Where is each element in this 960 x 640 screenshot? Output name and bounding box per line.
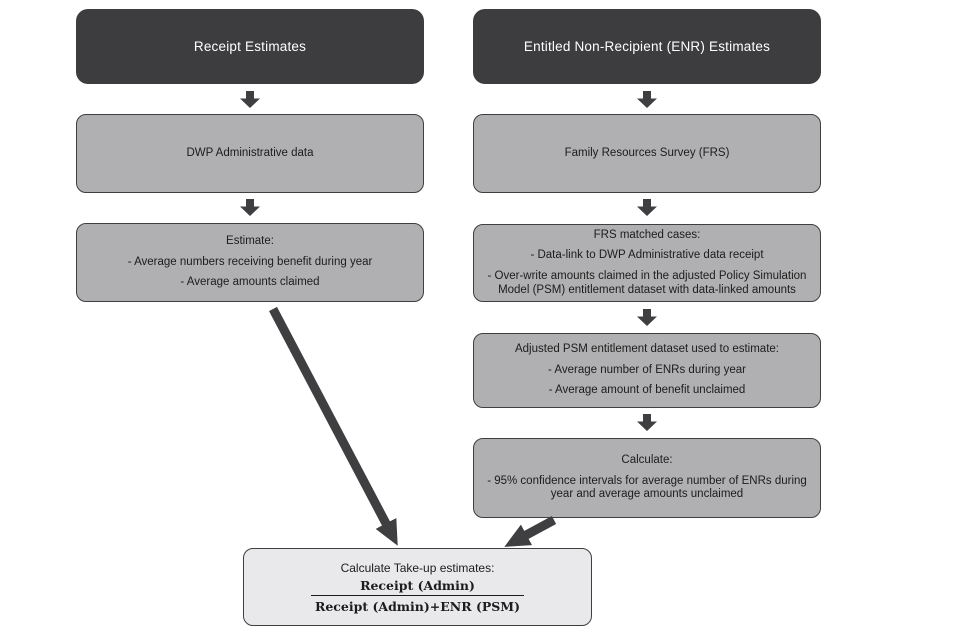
adjusted-psm-heading: Adjusted PSM entitlement dataset used to… <box>514 343 779 356</box>
frs-matched-cases-box: FRS matched cases: - Data-link to DWP Ad… <box>473 224 821 302</box>
receipt-estimates-header-box: Receipt Estimates <box>76 9 424 84</box>
family-resources-survey-label: Family Resources Survey (FRS) <box>564 146 730 159</box>
dwp-administrative-data-label: DWP Administrative data <box>186 146 314 159</box>
dwp-administrative-data-box: DWP Administrative data <box>76 114 424 193</box>
frs-matched-bullet-2: - Over-write amounts claimed in the adju… <box>487 270 807 296</box>
receipt-estimate-detail-box: Estimate: - Average numbers receiving be… <box>76 223 424 302</box>
estimate-bullet-1: - Average numbers receiving benefit duri… <box>127 255 373 268</box>
calculate-heading: Calculate: <box>621 454 673 467</box>
down-arrow-icon <box>637 309 657 326</box>
down-arrow-icon <box>637 414 657 431</box>
adjusted-psm-dataset-box: Adjusted PSM entitlement dataset used to… <box>473 333 821 408</box>
diagonal-arrow-enr-to-takeup-icon <box>504 516 557 547</box>
fraction-numerator: Receipt (Admin) <box>360 577 475 593</box>
frs-matched-bullet-1: - Data-link to DWP Administrative data r… <box>530 249 764 262</box>
family-resources-survey-box: Family Resources Survey (FRS) <box>473 114 821 193</box>
adjusted-psm-bullet-2: - Average amount of benefit unclaimed <box>548 384 746 397</box>
enr-estimates-header-label: Entitled Non-Recipient (ENR) Estimates <box>523 38 771 54</box>
estimate-bullet-2: - Average amounts claimed <box>180 276 320 289</box>
calculate-bullet-1: - 95% confidence intervals for average n… <box>487 474 807 501</box>
take-up-estimates-box: Calculate Take-up estimates: Receipt (Ad… <box>243 548 592 626</box>
down-arrow-icon <box>637 91 657 108</box>
adjusted-psm-bullet-1: - Average number of ENRs during year <box>548 363 746 376</box>
diagonal-arrow-receipt-to-takeup-icon <box>269 306 398 546</box>
fraction-denominator: Receipt (Admin)+ENR (PSM) <box>310 595 525 614</box>
down-arrow-icon <box>240 91 260 108</box>
down-arrow-icon <box>240 199 260 216</box>
calculate-confidence-intervals-box: Calculate: - 95% confidence intervals fo… <box>473 438 821 518</box>
frs-matched-cases-heading: FRS matched cases: <box>593 228 701 241</box>
down-arrow-icon <box>637 199 657 216</box>
receipt-estimates-header-label: Receipt Estimates <box>193 38 307 54</box>
take-up-fraction: Receipt (Admin) Receipt (Admin)+ENR (PSM… <box>310 577 525 614</box>
take-up-estimates-title: Calculate Take-up estimates: <box>340 560 495 575</box>
estimate-heading: Estimate: <box>226 235 274 248</box>
enr-estimates-header-box: Entitled Non-Recipient (ENR) Estimates <box>473 9 821 84</box>
